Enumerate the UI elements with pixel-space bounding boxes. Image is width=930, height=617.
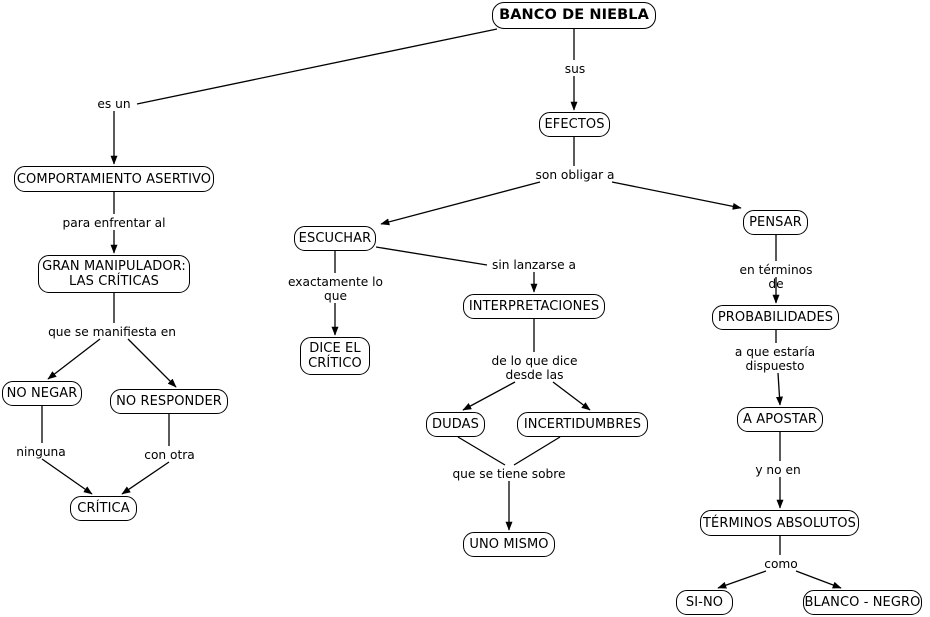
node-no-responder[interactable]: NO RESPONDER [110,389,228,414]
node-manipulador[interactable]: GRAN MANIPULADOR: LAS CRÍTICAS [38,255,190,293]
node-escuchar[interactable]: ESCUCHAR [294,226,376,251]
link-label-como: como [764,557,798,571]
edge-son-obligar-to-escuchar [380,181,541,226]
node-dudas[interactable]: DUDAS [426,412,485,437]
node-no-negar[interactable]: NO NEGAR [2,381,82,406]
edge-root-to-es-un [136,28,498,105]
node-pensar[interactable]: PENSAR [743,210,808,235]
link-label-es-un: es un [97,97,131,111]
node-a-apostar[interactable]: A APOSTAR [737,407,823,432]
node-dice-critico[interactable]: DICE EL CRÍTICO [300,337,370,375]
node-incertidumbres[interactable]: INCERTIDUMBRES [517,412,648,437]
link-label-a-que-estaria: a que estaría dispuesto [734,345,816,373]
node-comportamiento[interactable]: COMPORTAMIENTO ASERTIVO [14,166,214,192]
edge-que-se-to-no-negar [47,338,101,380]
link-label-y-no-en: y no en [755,463,801,477]
node-efectos[interactable]: EFECTOS [539,112,610,137]
link-label-son-obligar-a: son obligar a [535,168,615,182]
edge-escuchar-to-sin-lanzarse [375,246,488,266]
link-label-sin-lanzarse: sin lanzarse a [492,258,576,272]
link-label-de-lo-que-dice: de lo que dice desde las [491,354,578,382]
edge-son-obligar-to-pensar [611,181,742,210]
node-uno-mismo[interactable]: UNO MISMO [463,532,555,557]
edge-incertidumbres-to-que-se-tiene [513,436,561,466]
link-label-exactamente: exactamente lo que [287,275,383,303]
node-critica[interactable]: CRÍTICA [70,496,137,521]
edge-con-otra-to-critica [121,461,170,495]
edge-que-se-to-no-responder [127,338,177,388]
node-terminos[interactable]: TÉRMINOS ABSOLUTOS [700,510,859,536]
edge-dudas-to-que-se-tiene [457,436,506,466]
node-probabilidades[interactable]: PROBABILIDADES [712,305,839,330]
node-si-no[interactable]: SI-NO [676,590,733,615]
edge-como-to-si-no [717,570,767,589]
link-label-que-se-manifiesta: que se manifiesta en [48,325,176,339]
link-label-que-se-tiene: que se tiene sobre [452,467,566,481]
link-label-ninguna: ninguna [16,445,66,459]
edge-de-lo-que-to-dudas [462,381,516,411]
edge-ninguna-to-critica [41,458,93,495]
node-blanco-negro[interactable]: BLANCO - NEGRO [803,590,922,615]
link-label-con-otra: con otra [144,448,195,462]
edge-como-to-blanco-negro [795,570,842,589]
link-label-para-enfrentar: para enfrentar al [62,216,166,230]
node-root[interactable]: BANCO DE NIEBLA [492,2,656,29]
link-label-sus: sus [564,62,586,76]
edge-de-lo-que-to-incertidumbres [552,381,591,411]
edge-a-que-to-a-apostar [775,372,783,406]
node-interpretaciones[interactable]: INTERPRETACIONES [463,294,605,319]
link-label-en-terminos-de: en términos de [739,263,813,291]
